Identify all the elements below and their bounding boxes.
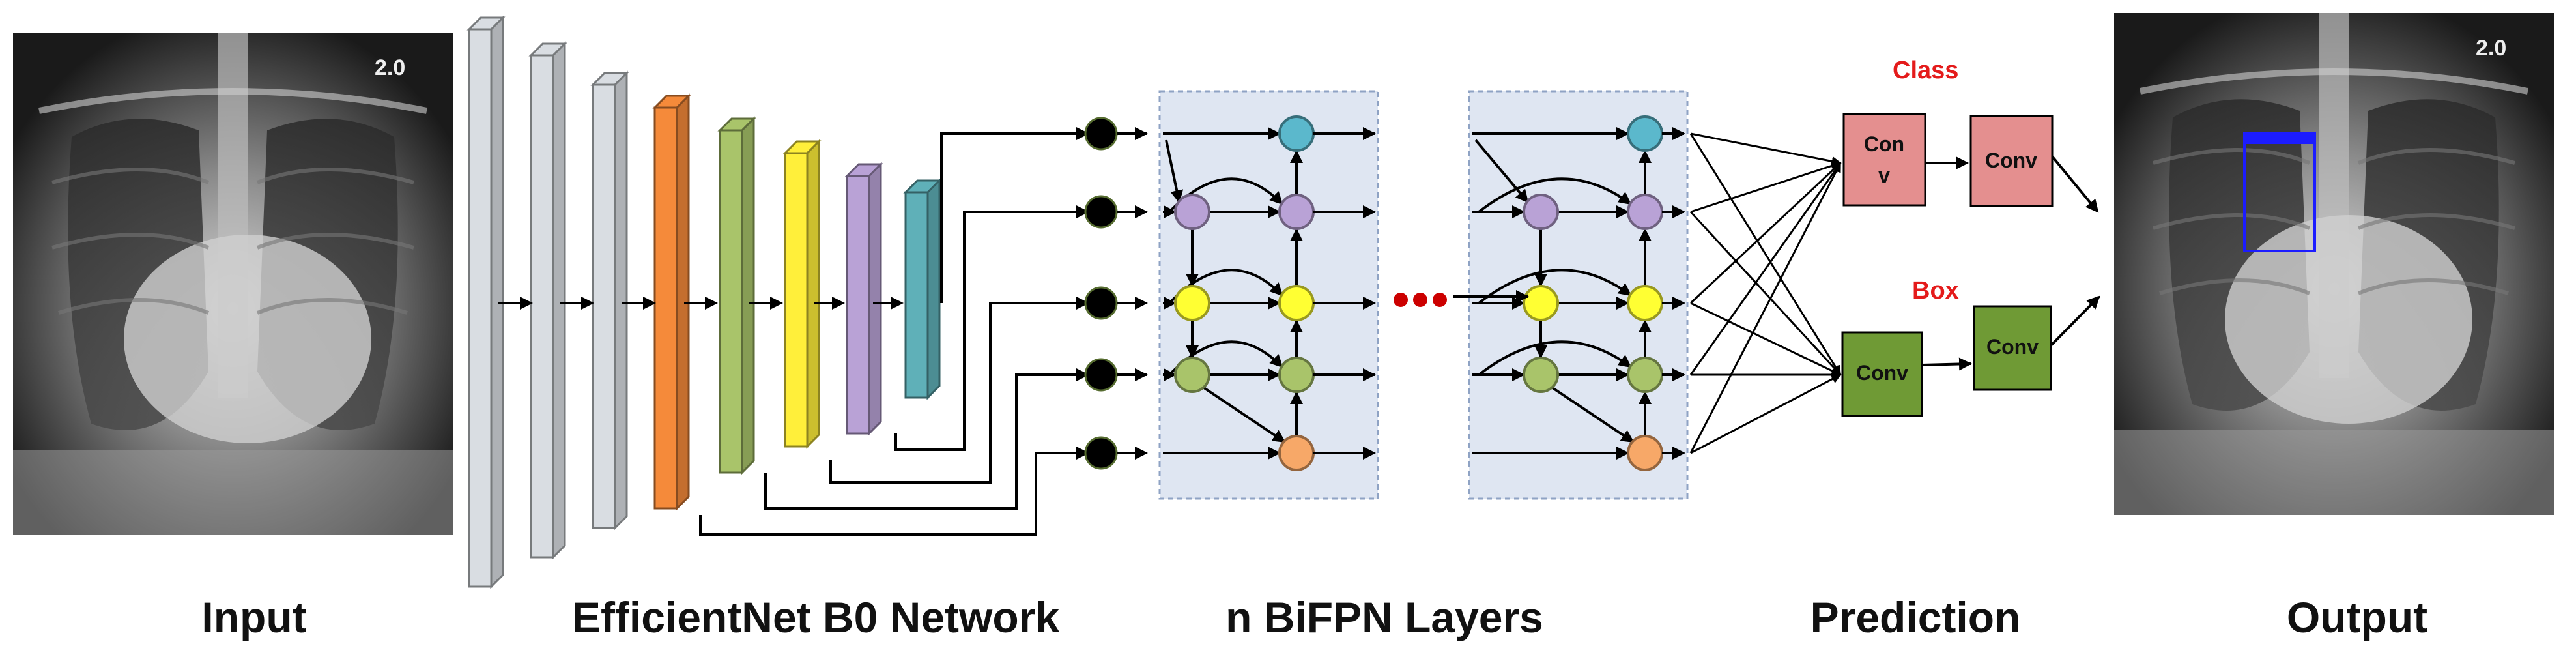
output-xray-image: 2.0: [2114, 13, 2554, 515]
class-head: Class Con v Conv: [1842, 57, 2099, 213]
box-conv-1: [1841, 331, 1923, 417]
bifpn-2-out-node-1: [1627, 115, 1663, 152]
input-xray-image: 2.0: [13, 33, 453, 535]
class-head-label: Class: [1893, 57, 1958, 84]
bifpn-2-out-node-2: [1627, 194, 1663, 230]
bifpn-2-mid-node-3: [1523, 285, 1559, 321]
input-node-4: [1084, 358, 1118, 392]
bifpn-1-mid-node-2: [1174, 194, 1210, 230]
output-xray-marker: 2.0: [2476, 36, 2506, 61]
backbone-block-8: [903, 178, 942, 400]
label-prediction: Prediction: [1810, 593, 2021, 641]
backbone-block-3: [590, 70, 629, 531]
bifpn-1-mid-node-3: [1174, 285, 1210, 321]
bifpn-input-nodes: [1084, 117, 1148, 470]
box-conv-2-text: Conv: [1986, 335, 2039, 359]
class-conv-1-text-b: v: [1878, 164, 1890, 187]
bifpn-layer-1: [1158, 90, 1379, 500]
bifpn-1-out-node-3: [1278, 285, 1315, 321]
bifpn-1-out-node-1: [1278, 115, 1315, 152]
bifpn-1-out-node-4: [1278, 357, 1315, 393]
efficientnet-backbone: [466, 15, 942, 589]
bifpn-layer-n: [1468, 90, 1689, 500]
label-backbone: EfficientNet B0 Network: [572, 593, 1059, 641]
input-node-3: [1084, 286, 1118, 320]
box-conv-1-text: Conv: [1856, 361, 1908, 385]
box-head-label: Box: [1912, 277, 1959, 304]
backbone-block-1: [466, 15, 506, 589]
xray-marker: 2.0: [375, 55, 405, 80]
class-conv-1: [1842, 113, 1926, 207]
input-node-1: [1084, 117, 1118, 151]
backbone-block-5: [717, 116, 756, 475]
bifpn-2-out-node-3: [1627, 285, 1663, 321]
bifpn-2-out-node-4: [1627, 357, 1663, 393]
prediction-fanout: [1689, 132, 1842, 454]
label-bifpn: n BiFPN Layers: [1225, 593, 1543, 641]
box-head: Box Conv Conv: [1841, 277, 2100, 417]
class-conv-2: [1969, 115, 2054, 207]
input-node-5: [1084, 436, 1118, 470]
detection-box-label-bar: [2244, 134, 2315, 144]
label-input: Input: [201, 593, 306, 641]
class-conv-2-text: Conv: [1985, 149, 2037, 172]
backbone-block-2: [528, 41, 567, 560]
bifpn-2-out-node-5: [1627, 435, 1663, 471]
box-conv-2: [1973, 305, 2052, 391]
bifpn-1-mid-node-4: [1174, 357, 1210, 393]
backbone-block-6: [782, 139, 822, 449]
backbone-block-4: [652, 93, 691, 511]
label-output: Output: [2287, 593, 2427, 641]
input-node-2: [1084, 195, 1118, 229]
bifpn-2-mid-node-2: [1523, 194, 1559, 230]
class-conv-1-text-a: Con: [1864, 132, 1904, 156]
bifpn-2-mid-node-4: [1523, 357, 1559, 393]
bifpn-1-out-node-2: [1278, 194, 1315, 230]
feature-routing: [699, 127, 1089, 536]
backbone-block-7: [844, 162, 883, 436]
ellipsis-dots: [1394, 293, 1447, 307]
bifpn-1-out-node-5: [1278, 435, 1315, 471]
